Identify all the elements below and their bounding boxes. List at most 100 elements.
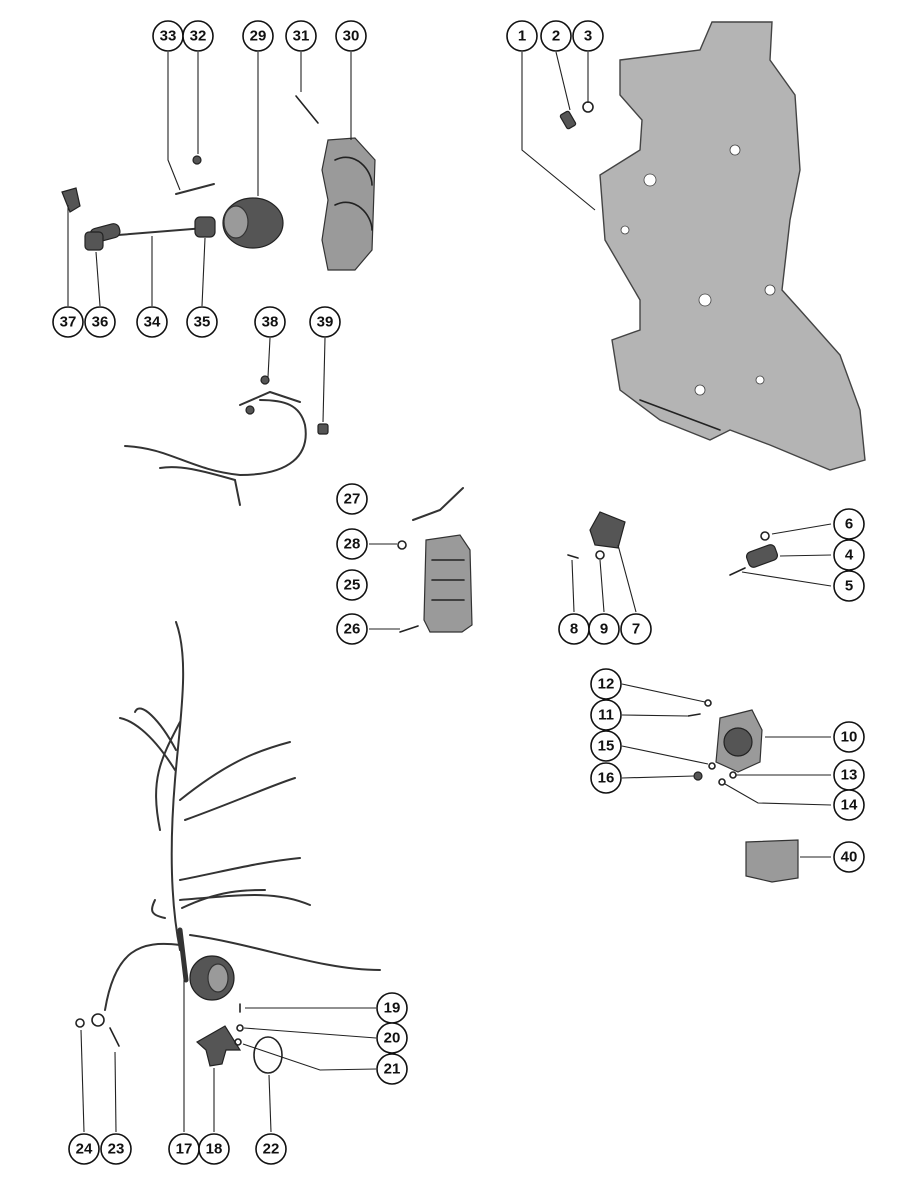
callout-4: 4 [833, 539, 865, 571]
mounting-plate [599, 21, 866, 471]
svg-text:33: 33 [160, 28, 177, 45]
callout-21: 21 [376, 1053, 408, 1085]
washer-28 [397, 540, 407, 550]
callout-40: 40 [833, 841, 865, 873]
svg-text:18: 18 [206, 1141, 223, 1158]
svg-text:6: 6 [845, 516, 853, 533]
callout-35: 35 [186, 306, 218, 338]
high-tension-lead-34 [89, 223, 206, 243]
callout-12: 12 [590, 668, 622, 700]
svg-text:17: 17 [176, 1141, 193, 1158]
callout-30: 30 [335, 20, 367, 52]
bracket-18 [195, 1025, 242, 1067]
callout-28: 28 [336, 528, 368, 560]
svg-text:4: 4 [845, 547, 854, 564]
svg-text:30: 30 [343, 28, 360, 45]
svg-text:8: 8 [570, 621, 578, 638]
svg-text:11: 11 [598, 707, 614, 724]
callout-26: 26 [336, 613, 368, 645]
washer-3 [582, 101, 594, 113]
screw-31 [295, 95, 319, 124]
harness-38 [124, 375, 307, 506]
svg-text:9: 9 [600, 621, 608, 638]
callout-22: 22 [255, 1133, 287, 1165]
callout-32: 32 [182, 20, 214, 52]
svg-text:14: 14 [841, 797, 858, 814]
callout-9: 9 [588, 613, 620, 645]
callout-38: 38 [254, 306, 286, 338]
svg-text:24: 24 [76, 1141, 93, 1158]
svg-text:21: 21 [384, 1061, 401, 1078]
callout-2: 2 [540, 20, 572, 52]
svg-text:27: 27 [344, 491, 361, 508]
svg-text:22: 22 [263, 1141, 280, 1158]
svg-text:37: 37 [60, 314, 77, 331]
svg-text:36: 36 [92, 314, 109, 331]
callout-33: 33 [152, 20, 184, 52]
svg-text:5: 5 [845, 578, 853, 595]
clip-39 [317, 423, 329, 435]
callout-16: 16 [590, 762, 622, 794]
callout-37: 37 [52, 306, 84, 338]
svg-text:20: 20 [384, 1030, 401, 1047]
callout-23: 23 [100, 1133, 132, 1165]
callout-24: 24 [68, 1133, 100, 1165]
screw-23 [109, 1027, 120, 1047]
nut-14 [718, 778, 726, 786]
lead-33 [175, 183, 215, 195]
svg-text:13: 13 [841, 767, 858, 784]
leader-lines [67, 51, 832, 1133]
callout-15: 15 [590, 730, 622, 762]
svg-text:40: 40 [841, 849, 858, 866]
washer-6 [760, 531, 770, 541]
switch-box-30 [321, 137, 376, 271]
svg-text:31: 31 [293, 28, 310, 45]
spark-plug-cap-37 [61, 187, 81, 213]
callouts: 1 2 3 6 4 5 8 9 7 12 11 10 15 16 13 14 4… [52, 20, 865, 1165]
boot-36 [84, 231, 104, 251]
screw-26 [399, 625, 419, 633]
washer-12 [704, 699, 712, 707]
solenoid-4 [745, 544, 779, 568]
washer-9 [595, 550, 605, 560]
screw-5 [729, 567, 746, 576]
screw-2 [559, 110, 577, 130]
callout-1: 1 [506, 20, 538, 52]
screw-8 [567, 554, 579, 559]
rectifier-25 [423, 534, 473, 633]
coil-29 [222, 197, 284, 249]
callout-10: 10 [833, 721, 865, 753]
callout-25: 25 [336, 569, 368, 601]
svg-text:3: 3 [584, 28, 592, 45]
callout-11: 11 [590, 699, 622, 731]
callout-13: 13 [833, 759, 865, 791]
svg-text:12: 12 [598, 676, 615, 693]
callout-8: 8 [558, 613, 590, 645]
callout-3: 3 [572, 20, 604, 52]
bracket-40 [745, 839, 799, 883]
washer-13 [729, 771, 737, 779]
svg-text:23: 23 [108, 1141, 125, 1158]
nut-24 [75, 1018, 85, 1028]
callout-6: 6 [833, 508, 865, 540]
callout-27: 27 [336, 483, 368, 515]
grommet-22 [253, 1036, 283, 1074]
screw-11 [687, 713, 701, 717]
svg-text:39: 39 [317, 314, 334, 331]
callout-14: 14 [833, 789, 865, 821]
callout-34: 34 [136, 306, 168, 338]
wiring-harness-17 [91, 621, 381, 1027]
nut-21 [234, 1038, 242, 1046]
nut-32 [192, 155, 202, 165]
svg-text:7: 7 [632, 621, 640, 638]
svg-text:26: 26 [344, 621, 361, 638]
callout-31: 31 [285, 20, 317, 52]
svg-text:28: 28 [344, 536, 361, 553]
svg-text:16: 16 [598, 770, 615, 787]
svg-text:19: 19 [384, 1000, 401, 1017]
callout-39: 39 [309, 306, 341, 338]
bracket-7 [589, 511, 626, 549]
svg-text:35: 35 [194, 314, 211, 331]
svg-text:32: 32 [190, 28, 207, 45]
